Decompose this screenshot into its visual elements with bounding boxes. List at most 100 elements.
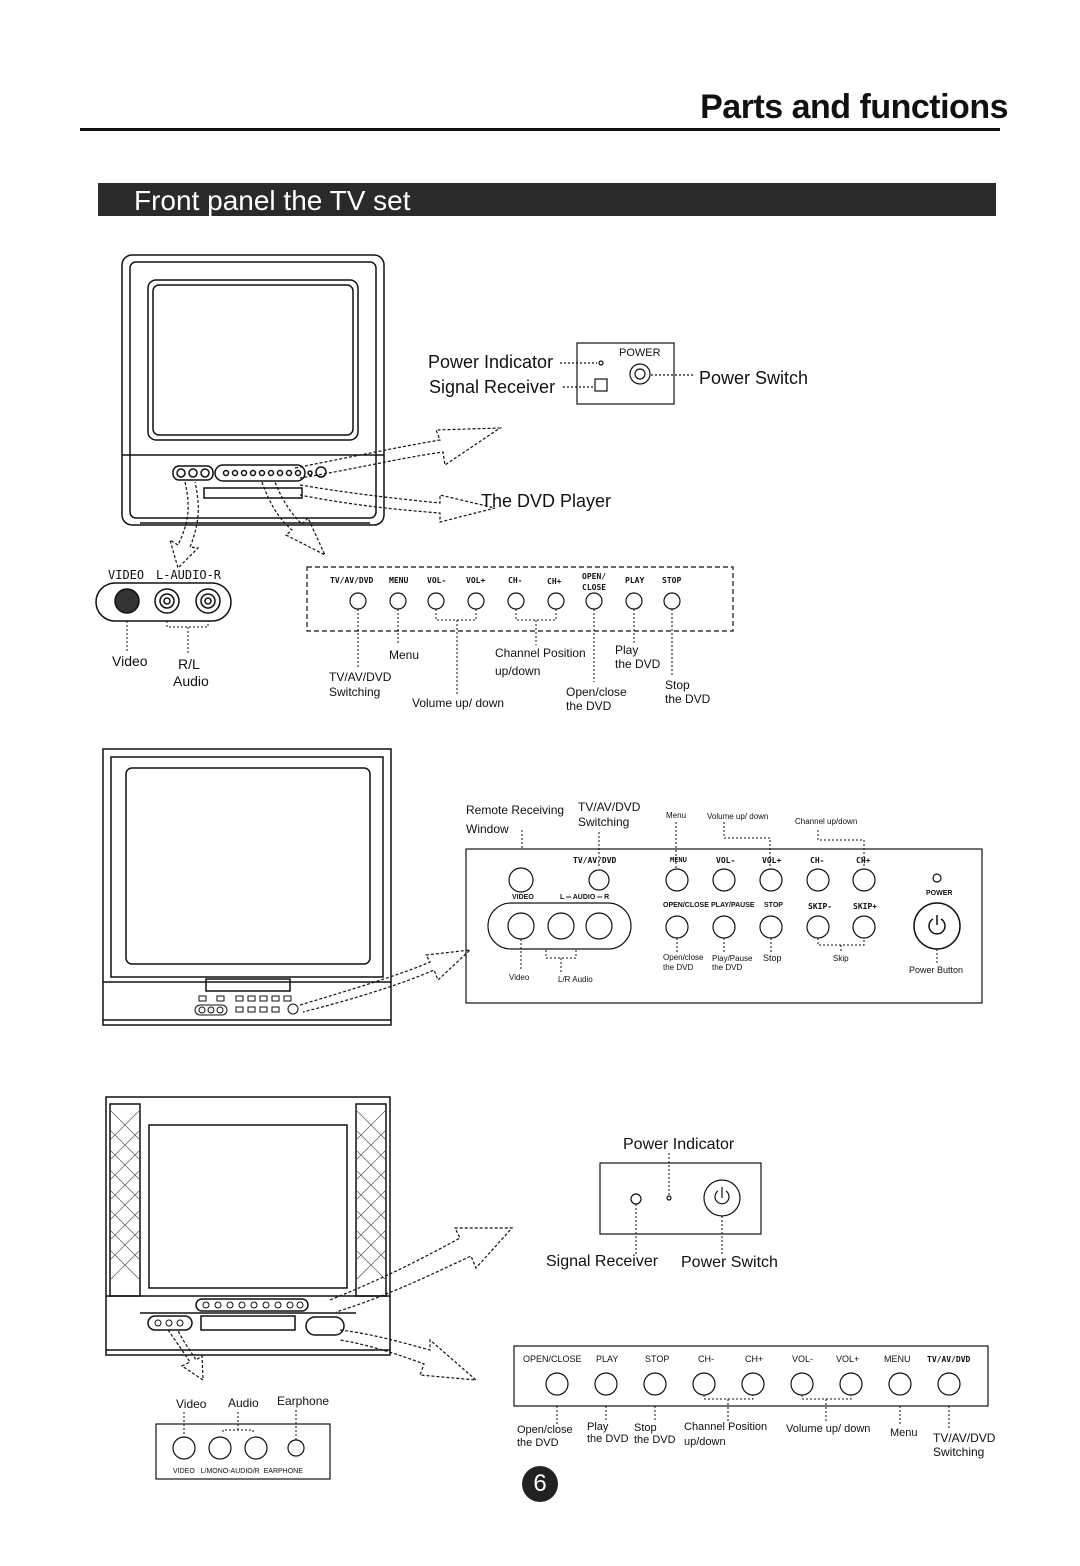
callout-channel: Channel Position (495, 646, 586, 660)
m3-callout-menu: Menu (890, 1427, 918, 1439)
m3-btn-volplus: VOL+ (836, 1354, 860, 1364)
m3-callout-play: Play (587, 1421, 609, 1433)
tv-model-3 (105, 1096, 391, 1356)
m2-btn-volminus: VOL- (716, 856, 736, 865)
m3-jack-strip-label: VIDEO L/MONO-AUDIO/R EARPHONE (173, 1468, 303, 1475)
title-rule (80, 128, 1000, 131)
m3-callout-play-2: the DVD (587, 1433, 629, 1445)
m3-callout-volume: Volume up/ down (786, 1423, 871, 1435)
rl-callout: R/L (178, 656, 200, 672)
page-number: 6 (522, 1466, 558, 1502)
m3-btn-menu: MENU (884, 1354, 911, 1364)
callout-play: Play (615, 643, 639, 657)
btn-label-close: CLOSE (582, 583, 607, 592)
m2-btn-chminus: CH- (810, 856, 825, 865)
m2-audio-label: L/R Audio (558, 975, 593, 984)
m2-play-label-2: the DVD (712, 963, 743, 972)
callout-open-2: the DVD (566, 699, 612, 713)
m2-open-label: Open/close (663, 953, 704, 962)
m3-signal-receiver: Signal Receiver (546, 1253, 659, 1270)
m2-jack-audio: L ═ AUDIO ═ R (560, 894, 610, 901)
m2-btn-stop: STOP (764, 902, 783, 909)
btn-label-chminus: CH- (508, 576, 523, 585)
m3-btn-stop: STOP (645, 1354, 670, 1364)
arrows-model-1 (168, 427, 503, 570)
section-bar (98, 183, 996, 216)
m3-btn-openclose: OPEN/CLOSE (523, 1354, 582, 1364)
callout-open: Open/close (566, 685, 627, 699)
m3-callout-channel-2: up/down (684, 1436, 726, 1448)
power-switch-label: Power Switch (699, 368, 809, 388)
m3-btn-play: PLAY (596, 1354, 619, 1364)
video-callout: Video (112, 653, 148, 669)
m2-btn-chplus: CH+ (856, 856, 871, 865)
m2-channel-label: Channel up/down (795, 817, 858, 826)
button-panel-model-3 (513, 1345, 989, 1430)
jack-strip-model-3 (155, 1410, 331, 1480)
m3-btn-chminus: CH- (698, 1354, 714, 1364)
btn-label-volminus: VOL- (427, 576, 447, 585)
m2-btn-skipplus: SKIP+ (853, 902, 878, 911)
m3-power-switch: Power Switch (681, 1254, 778, 1271)
btn-label-chplus: CH+ (547, 577, 562, 586)
arrow-model-2 (299, 949, 472, 1013)
button-panel-model-1 (306, 566, 734, 694)
signal-receiver-label: Signal Receiver (429, 377, 556, 397)
tv-model-2 (102, 748, 392, 1026)
dvd-player-label: The DVD Player (481, 491, 612, 511)
m2-stop-label: Stop (763, 953, 782, 963)
m3-callout-open-2: the DVD (517, 1437, 559, 1449)
callout-menu: Menu (389, 648, 420, 662)
btn-label-menu: MENU (389, 576, 409, 585)
m2-menu-label: Menu (666, 811, 687, 820)
m2-tvav-label: TV/AV/DVD (578, 800, 641, 814)
tv-model-1 (121, 254, 385, 526)
m2-tvav-label-2: Switching (578, 815, 630, 829)
m2-btn-menu: MENU (670, 856, 687, 864)
m3-callout-open: Open/close (517, 1424, 573, 1436)
m2-open-label-2: the DVD (663, 963, 694, 972)
callout-channel-2: up/down (495, 664, 541, 678)
btn-label-stop: STOP (662, 576, 682, 585)
m3-callout-tvav-2: Switching (933, 1445, 985, 1459)
button-panel-model-2 (465, 822, 983, 1004)
m3-callout-channel: Channel Position (684, 1421, 768, 1433)
jack-video-label: VIDEO (108, 568, 145, 582)
m2-power-label: POWER (926, 890, 953, 897)
m2-btn-playpause: PLAY/PAUSE (711, 902, 755, 909)
callout-volume: Volume up/ down (412, 696, 505, 710)
m2-btn-skipminus: SKIP- (808, 902, 833, 911)
m2-btn-openclose: OPEN/CLOSE (663, 902, 709, 909)
audio-callout: Audio (173, 673, 209, 689)
callout-tvav-2: Switching (329, 685, 381, 699)
m3-callout-stop: Stop (634, 1422, 657, 1434)
btn-label-tvav: TV/AV/DVD (330, 576, 374, 585)
power-box-model-1 (560, 342, 693, 405)
power-box-model-3 (599, 1153, 762, 1255)
m2-video-label: Video (509, 973, 530, 982)
m2-jack-video: VIDEO (512, 894, 534, 901)
m3-callout-stop-2: the DVD (634, 1434, 676, 1446)
jack-panel-model-1 (95, 582, 232, 655)
m3-btn-tvav: TV/AV/DVD (927, 1355, 971, 1364)
m2-skip-label: Skip (833, 954, 849, 963)
callout-stop: Stop (665, 678, 690, 692)
m2-remote-label-2: Window (466, 822, 509, 836)
m2-btn-tvav: TV/AV/DVD (573, 856, 617, 865)
m2-volume-label: Volume up/ down (707, 812, 769, 821)
m3-earphone-callout: Earphone (277, 1394, 330, 1408)
callout-tvav: TV/AV/DVD (329, 670, 392, 684)
section-title: Front panel the TV set (134, 185, 411, 216)
m2-btn-volplus: VOL+ (762, 856, 782, 865)
btn-label-play: PLAY (625, 576, 645, 585)
m3-audio-callout: Audio (228, 1396, 259, 1410)
m2-power-button-label: Power Button (909, 965, 964, 975)
btn-label-open: OPEN/ (582, 572, 607, 581)
page-title: Parts and functions (700, 88, 1008, 126)
jack-audio-label: L-AUDIO-R (156, 568, 222, 582)
callout-stop-2: the DVD (665, 692, 711, 706)
m3-btn-chplus: CH+ (745, 1354, 764, 1364)
m3-btn-volminus: VOL- (792, 1354, 814, 1364)
m2-play-label: Play/Pause (712, 954, 753, 963)
callout-play-2: the DVD (615, 657, 661, 671)
